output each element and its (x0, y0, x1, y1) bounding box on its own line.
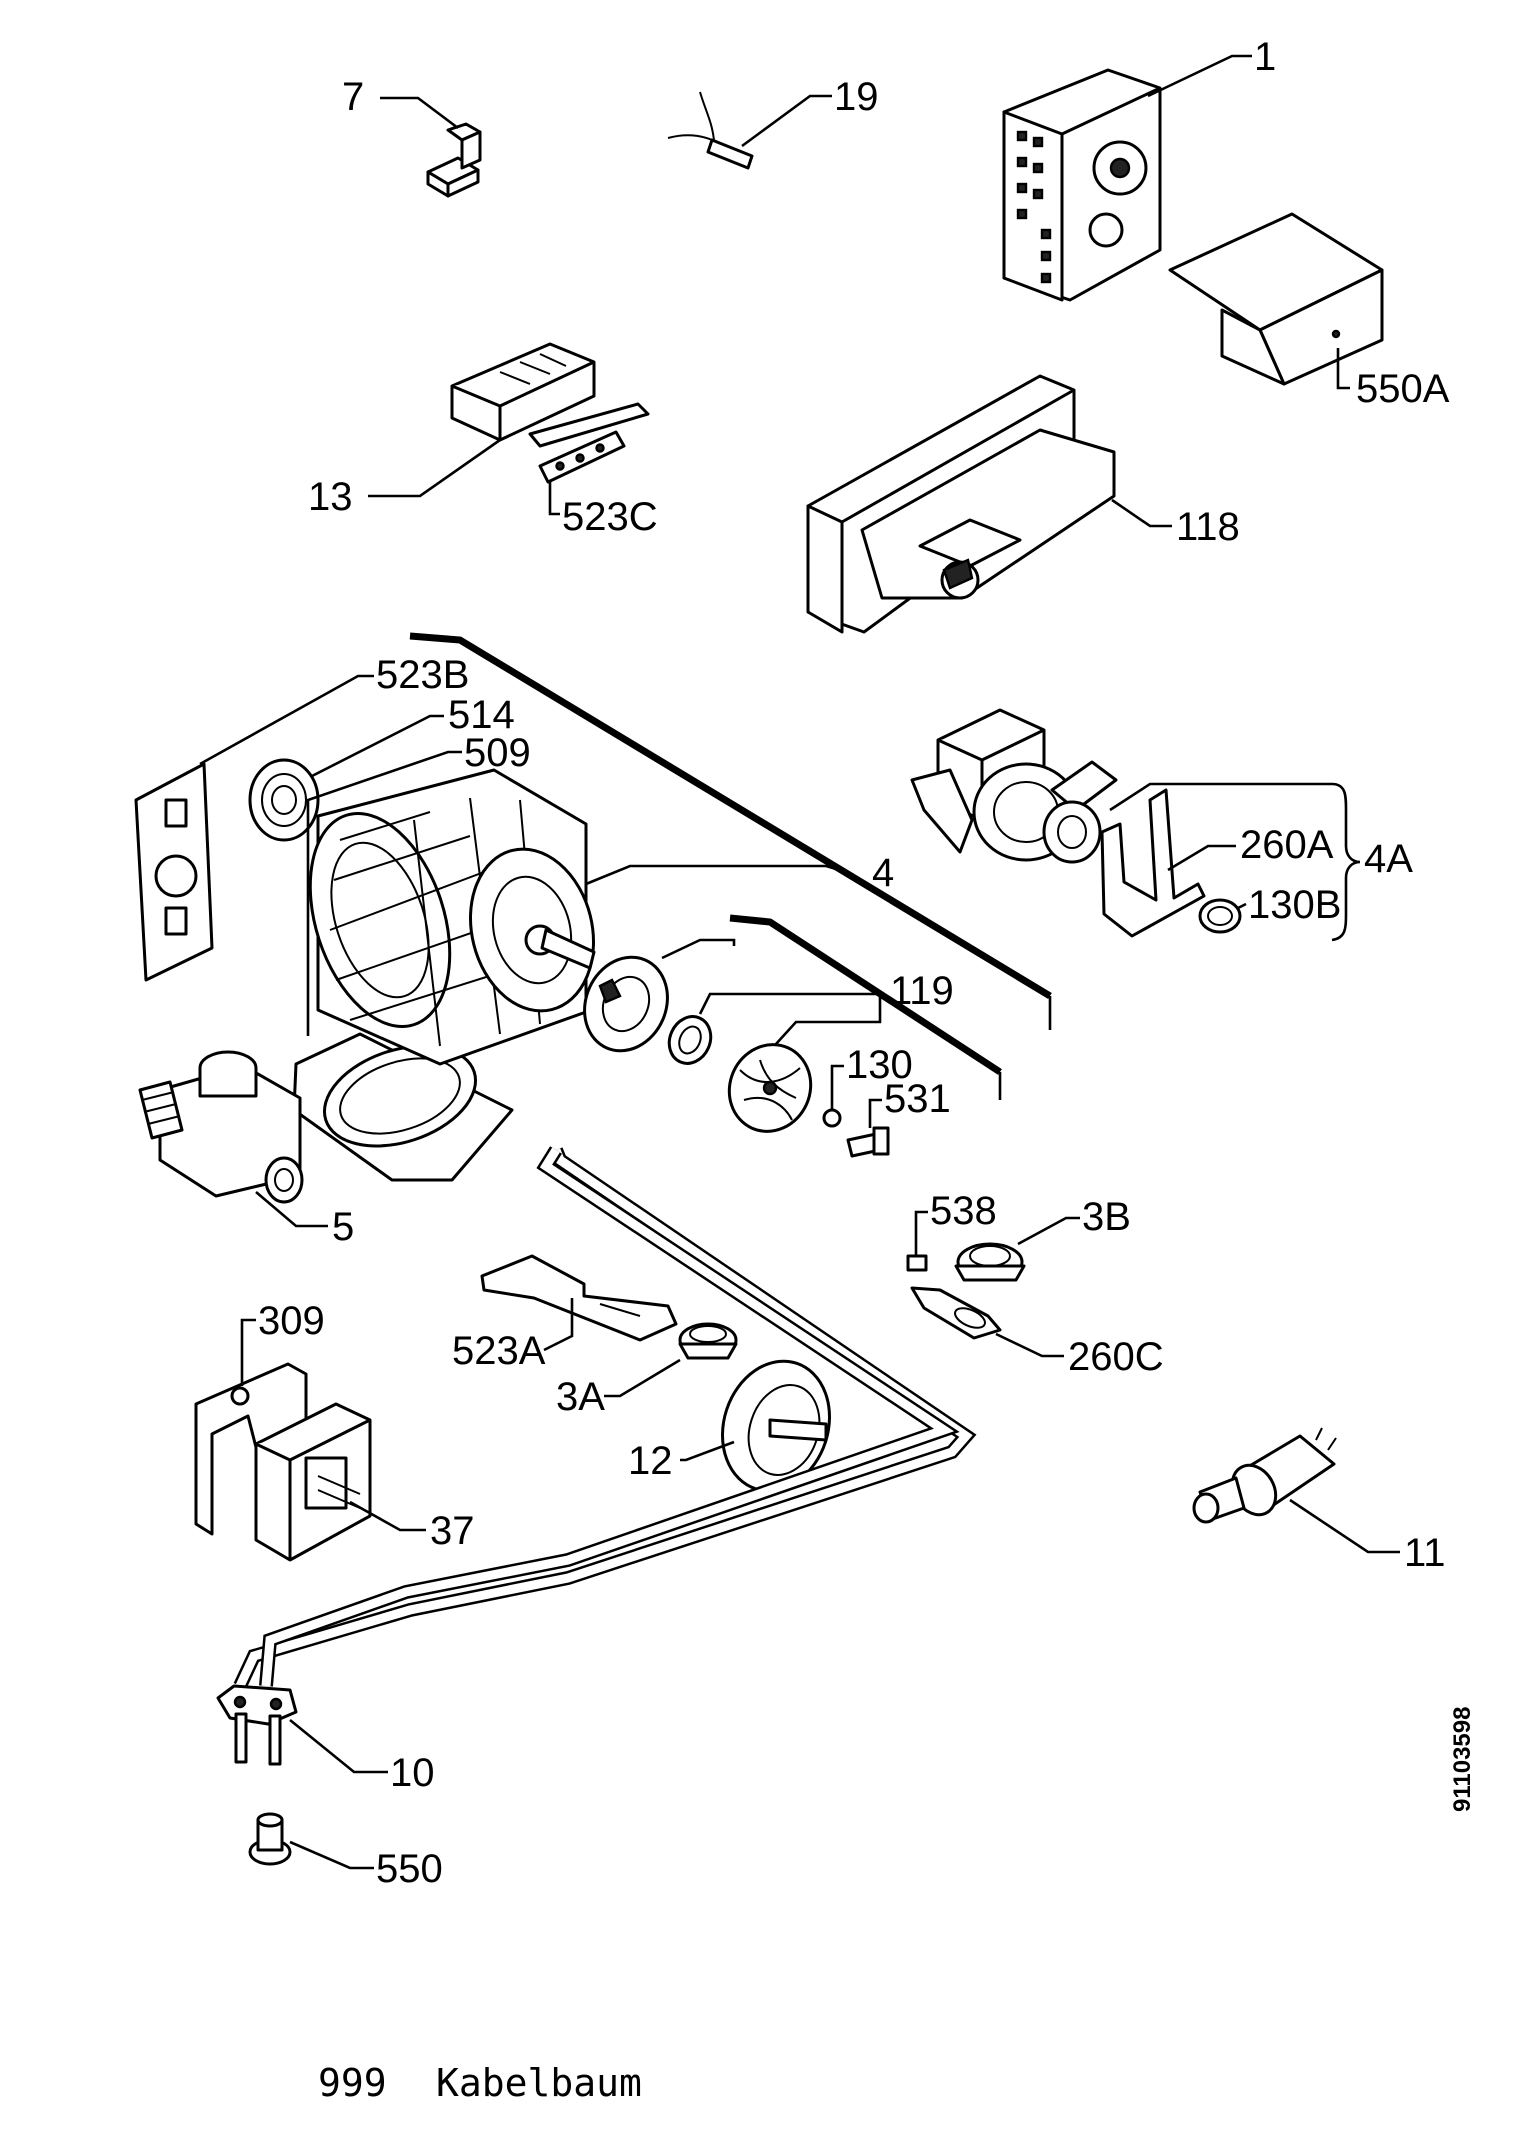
part-119-impeller (727, 1043, 813, 1133)
label-531: 531 (884, 1077, 951, 1121)
leader-37 (349, 1500, 426, 1532)
part-523C-bracket (538, 430, 626, 484)
label-260A: 260A (1240, 823, 1334, 867)
footer-description: Kabelbaum (436, 2061, 642, 2105)
part-10-heating-element (216, 1146, 977, 1766)
leader-531 (868, 1098, 882, 1128)
leader-118 (1111, 498, 1172, 528)
leader-550 (289, 1840, 374, 1870)
leader-119-a (661, 938, 736, 960)
label-260C: 260C (1068, 1335, 1164, 1379)
label-11: 11 (1404, 1531, 1446, 1575)
leader-5 (255, 1191, 328, 1228)
leader-1 (1147, 54, 1252, 98)
part-550-nut (248, 1812, 292, 1866)
leader-523A (543, 1298, 574, 1352)
part-531-screw (846, 1126, 890, 1158)
label-514: 514 (448, 693, 515, 737)
label-4A: 4A (1364, 837, 1413, 881)
leader-260C (995, 1332, 1064, 1358)
part-538-spacer (906, 1254, 928, 1272)
label-130B: 130B (1248, 883, 1341, 927)
part-119-ring (667, 1015, 713, 1065)
part-37-relay (254, 1402, 372, 1562)
label-130: 130 (846, 1043, 913, 1087)
label-550A: 550A (1356, 367, 1450, 411)
leader-4 (585, 864, 847, 886)
leader-260A (1109, 782, 1332, 812)
label-4: 4 (872, 851, 894, 895)
label-523B: 523B (376, 653, 469, 697)
drawing-number: 91103598 (1449, 1707, 1476, 1812)
label-509: 509 (464, 731, 531, 775)
leader-3A (604, 1358, 681, 1398)
part-523B-plate (134, 762, 214, 982)
part-118-dispenser (806, 374, 1116, 634)
label-3B: 3B (1082, 1195, 1131, 1239)
label-523A: 523A (452, 1329, 546, 1373)
leader-130 (830, 1064, 844, 1110)
label-37: 37 (430, 1509, 475, 1553)
leader-130B (1237, 902, 1247, 910)
leader-13 (368, 438, 501, 498)
leader-11 (1289, 1498, 1400, 1554)
part-1-programmer (1002, 68, 1162, 302)
part-3B-thermostat (954, 1242, 1026, 1282)
label-7: 7 (342, 75, 364, 119)
part-4A-drain-pump (910, 708, 1118, 864)
part-260C-clip (910, 1286, 1002, 1340)
part-260A-bracket (1100, 788, 1206, 938)
label-5: 5 (332, 1205, 354, 1249)
part-130-oring-small (822, 1108, 842, 1128)
part-3A-thermostat (678, 1322, 738, 1360)
leader-538 (914, 1210, 928, 1256)
leader-523C (548, 482, 560, 516)
leader-119-b (698, 992, 880, 1015)
label-3A: 3A (556, 1375, 605, 1419)
part-5-valve (138, 1050, 304, 1204)
part-7-switch (426, 122, 482, 198)
label-523C: 523C (562, 495, 658, 539)
brace-4A (1331, 782, 1361, 942)
part-11-capacitor (1192, 1427, 1337, 1524)
label-1: 1 (1254, 35, 1276, 79)
leader-523B (199, 674, 374, 766)
group-divider-lines (409, 632, 1052, 1100)
part-4-motor (308, 768, 596, 1066)
label-118: 118 (1176, 505, 1240, 549)
label-19: 19 (834, 75, 879, 119)
label-538: 538 (930, 1189, 997, 1233)
part-550A-cover (1168, 212, 1384, 386)
label-12: 12 (628, 1439, 673, 1483)
leader-19 (741, 94, 832, 148)
label-309: 309 (258, 1299, 325, 1343)
part-119-pump-housing (583, 955, 669, 1053)
leader-309 (240, 1318, 256, 1386)
part-13-switch-block (450, 342, 650, 448)
leader-260A-b (1167, 844, 1236, 872)
part-19-sensor (667, 91, 754, 170)
leader-3B (1017, 1216, 1080, 1246)
leader-509 (306, 750, 462, 1036)
part-509-gasket (292, 1032, 514, 1182)
label-550: 550 (376, 1847, 443, 1891)
part-514-grommet (248, 758, 320, 842)
leader-119-c (775, 994, 882, 1045)
label-13: 13 (308, 475, 353, 519)
part-130B-oring (1198, 898, 1242, 934)
leader-10 (289, 1718, 388, 1774)
leader-550A (1336, 348, 1350, 390)
leader-7 (380, 96, 459, 130)
label-119: 119 (890, 969, 954, 1013)
leader-12 (680, 1440, 735, 1462)
part-523A-bracket (480, 1254, 678, 1342)
footer-code: 999 (318, 2061, 387, 2105)
leader-514 (311, 714, 444, 778)
label-10: 10 (390, 1751, 435, 1795)
